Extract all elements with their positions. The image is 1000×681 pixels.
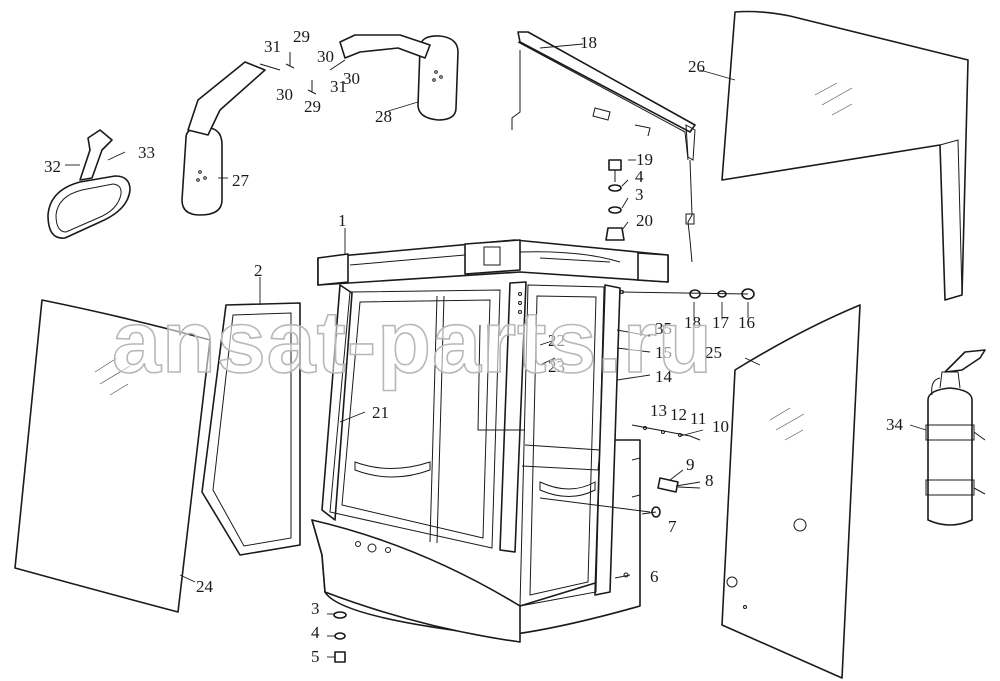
callout-18-right: 18 (684, 313, 701, 332)
callout-15: 15 (655, 343, 672, 362)
part-fire-extinguisher (925, 349, 986, 526)
callout-27: 27 (232, 171, 250, 190)
callout-4-bottom: 4 (311, 623, 320, 642)
callout-11: 11 (690, 409, 706, 428)
callout-20: 20 (636, 211, 653, 230)
part-hardware-right-row (621, 288, 755, 300)
callout-8: 8 (705, 471, 714, 490)
callout-24: 24 (196, 577, 214, 596)
callout-31-left: 31 (264, 37, 281, 56)
part-right-mirror (339, 34, 459, 121)
callout-14: 14 (655, 367, 673, 386)
callout-4-top: 4 (635, 167, 644, 186)
callout-13: 13 (650, 401, 667, 420)
callout-21: 21 (372, 403, 389, 422)
callout-23: 23 (548, 357, 565, 376)
part-mirror-fasteners (259, 52, 346, 95)
part-hardware-top-stack (605, 159, 625, 241)
callout-16: 16 (738, 313, 755, 332)
callout-5: 5 (311, 647, 320, 666)
callout-19: 19 (636, 150, 653, 169)
callout-17: 17 (712, 313, 730, 332)
part-roof-frame (317, 239, 669, 286)
callout-labels: 1 2 3 3 4 4 5 6 7 8 9 10 11 12 13 14 15 … (44, 27, 904, 666)
part-left-mirror (181, 61, 266, 216)
callout-33: 33 (138, 143, 155, 162)
callout-29-bottom: 29 (304, 97, 321, 116)
callout-12: 12 (670, 405, 687, 424)
callout-7: 7 (668, 517, 677, 536)
part-hardware-bottom-stack (333, 611, 347, 663)
callout-22: 22 (548, 331, 565, 350)
callout-10: 10 (712, 417, 729, 436)
part-interior-mirror (47, 129, 131, 239)
callout-29-top: 29 (293, 27, 310, 46)
callout-34: 34 (886, 415, 904, 434)
callout-2: 2 (254, 261, 263, 280)
part-bracket-assembly (539, 424, 701, 518)
callout-25: 25 (705, 343, 722, 362)
part-rear-glass (721, 10, 969, 301)
callout-31-right: 31 (330, 77, 347, 96)
callout-9: 9 (686, 455, 695, 474)
callout-26: 26 (688, 57, 705, 76)
callout-32: 32 (44, 157, 61, 176)
part-front-windshield (14, 299, 211, 613)
callout-1: 1 (338, 211, 347, 230)
callout-28: 28 (375, 107, 392, 126)
part-windshield-seal (201, 302, 301, 556)
callout-3-bottom: 3 (311, 599, 320, 618)
callout-30-left: 30 (276, 85, 293, 104)
part-upper-rail (511, 31, 696, 263)
watermark-text: ansat-parts.ru (112, 292, 713, 391)
part-cab-body (311, 281, 641, 643)
callout-6: 6 (650, 567, 659, 586)
callout-18-top: 18 (580, 33, 597, 52)
callout-3-top: 3 (635, 185, 644, 204)
callout-30-middle: 30 (317, 47, 334, 66)
callout-30-right: 30 (343, 69, 360, 88)
part-door-glass (721, 304, 861, 679)
leader-lines (65, 43, 927, 658)
callout-35: 35 (655, 319, 672, 338)
